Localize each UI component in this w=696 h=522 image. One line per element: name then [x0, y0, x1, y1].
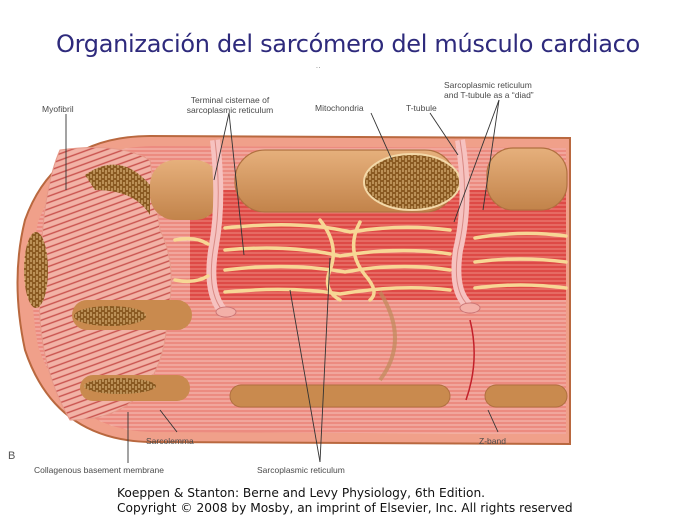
label-diad-line1: Sarcoplasmic reticulum	[444, 80, 532, 90]
label-diad: Sarcoplasmic reticulum and T-tubule as a…	[444, 80, 534, 100]
label-diad-line2: and T-tubule as a “diad”	[444, 90, 534, 100]
sarcoplasmic-reticulum-network	[173, 218, 568, 302]
source-credit: Koeppen & Stanton: Berne and Levy Physio…	[117, 486, 573, 516]
label-sarcoplasmic-reticulum: Sarcoplasmic reticulum	[257, 465, 345, 475]
leader-lines	[65, 99, 500, 463]
panel-letter: B	[8, 450, 16, 462]
label-terminal-cisternae-line2: sarcoplasmic reticulum	[186, 105, 274, 115]
label-z-band: Z-band	[479, 436, 506, 446]
label-terminal-cisternae-line1: Terminal cisternae of	[190, 95, 270, 105]
label-sarcolemma: Sarcolemma	[146, 436, 194, 446]
label-t-tubule: T-tubule	[406, 103, 437, 113]
label-collagenous-basement-membrane: Collagenous basement membrane	[34, 465, 164, 475]
credit-line-2: Copyright © 2008 by Mosby, an imprint of…	[117, 501, 573, 515]
title-marks: ˙˙	[316, 66, 322, 75]
credit-line-1: Koeppen & Stanton: Berne and Levy Physio…	[117, 486, 486, 500]
slide-title: Organización del sarcómero del músculo c…	[56, 30, 640, 58]
label-terminal-cisternae: Terminal cisternae of sarcoplasmic retic…	[165, 95, 295, 115]
label-myofibril: Myofibril	[42, 104, 74, 114]
mitochondria-cristae	[363, 153, 461, 211]
label-mitochondria: Mitochondria	[315, 103, 364, 113]
